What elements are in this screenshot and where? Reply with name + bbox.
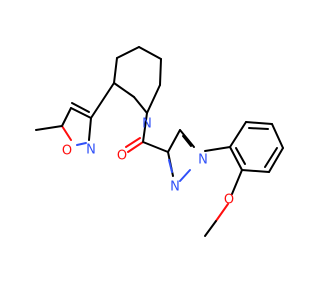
bond <box>229 121 247 148</box>
bond <box>142 112 148 143</box>
bond <box>61 125 72 141</box>
atom-label-n-isoxazole: N <box>86 143 96 158</box>
bond <box>182 135 192 147</box>
bond <box>229 146 243 171</box>
atom-label-o-methoxy: O <box>224 193 234 208</box>
bond <box>138 46 162 60</box>
bond <box>271 123 284 149</box>
bond <box>113 82 135 98</box>
bond <box>179 169 191 182</box>
bond <box>268 147 284 173</box>
bond <box>127 141 144 153</box>
bond <box>204 220 217 237</box>
bond <box>215 203 229 222</box>
bond <box>159 58 162 86</box>
bond <box>142 141 169 153</box>
bonds <box>35 46 284 237</box>
atom-label-n-pyrazole-1: N <box>198 153 208 168</box>
bond <box>61 107 72 127</box>
bond <box>248 127 269 130</box>
bond <box>35 125 63 131</box>
bond <box>71 102 90 113</box>
bond <box>231 169 243 195</box>
bond <box>245 121 273 125</box>
bond <box>264 147 278 168</box>
bond <box>168 159 173 173</box>
molecule-structure: O N O N N N O <box>35 46 284 237</box>
atom-label-o-carbonyl: O <box>117 149 127 164</box>
atom-labels: O N O N N N O <box>62 117 234 208</box>
bond <box>116 46 140 59</box>
bond <box>90 82 115 119</box>
atom-label-o-isoxazole: O <box>62 144 72 159</box>
atom-label-n-pyrazole-2: N <box>170 180 180 195</box>
bond <box>113 57 118 84</box>
bond <box>235 147 246 165</box>
bond <box>133 96 148 114</box>
bond <box>167 129 181 153</box>
bond <box>204 146 231 152</box>
bond <box>76 142 87 146</box>
bond <box>125 137 141 148</box>
bond <box>179 129 195 148</box>
bond <box>146 84 161 114</box>
bond <box>70 107 92 119</box>
bond <box>88 117 92 141</box>
atom-label-n-piperidine: N <box>142 117 152 132</box>
bond <box>241 169 270 173</box>
